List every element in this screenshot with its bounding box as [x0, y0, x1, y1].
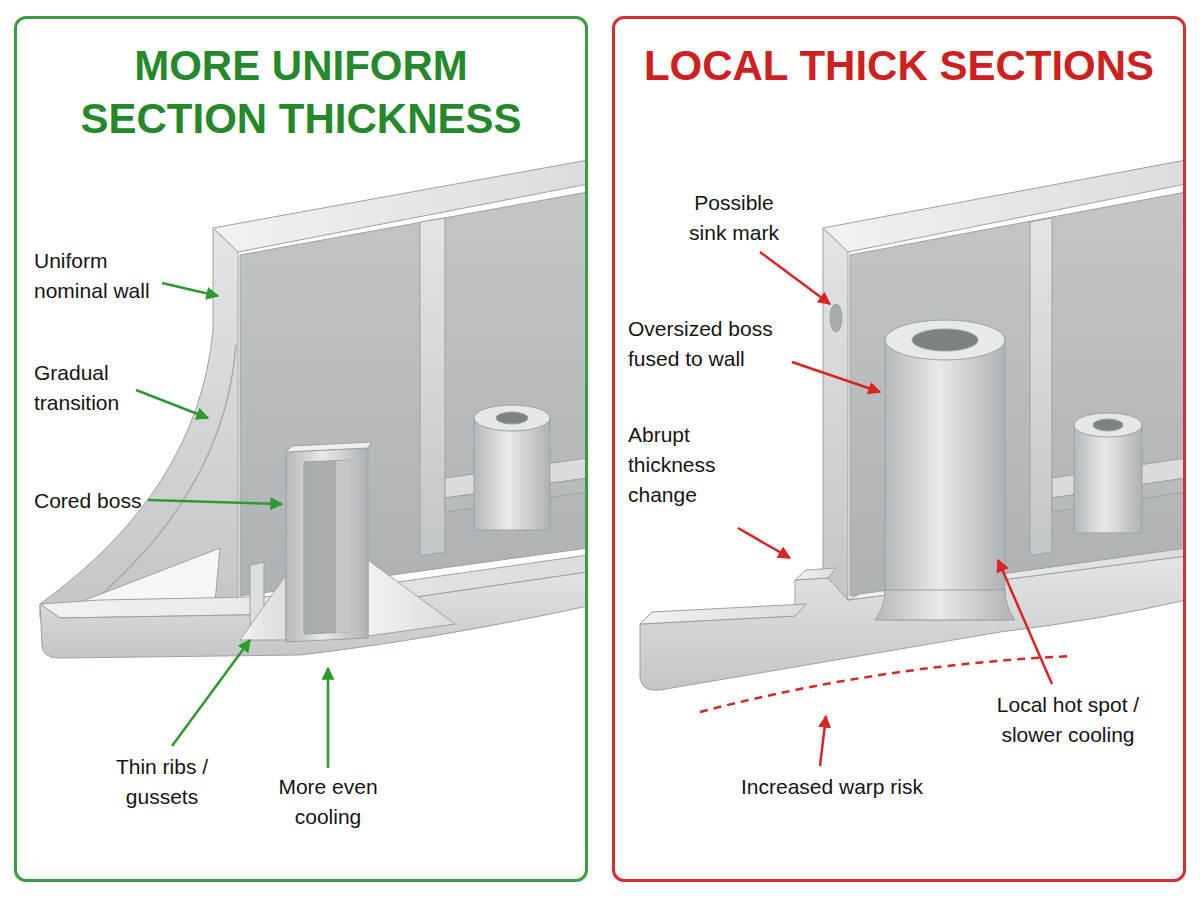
inner-rib	[1030, 218, 1052, 556]
straight-wall	[823, 228, 848, 600]
oversized-boss-hole	[912, 329, 978, 351]
small-boss-top	[474, 405, 550, 431]
foot-top	[640, 604, 806, 624]
callout-label: Uniform nominal wall	[34, 246, 166, 306]
small-boss	[474, 418, 550, 530]
leader-lines	[136, 252, 1052, 768]
top-rim	[213, 160, 585, 252]
panel: LOCAL THICK SECTIONS	[612, 16, 1186, 882]
callout-label: Abrupt thickness change	[628, 420, 730, 510]
leader-line	[760, 252, 830, 304]
step-top	[795, 568, 836, 580]
cored-boss-core	[304, 460, 350, 634]
leader-line	[162, 283, 218, 296]
panel-heading: LOCAL THICK SECTIONS	[626, 39, 1172, 92]
callout-label: Oversized boss fused to wall	[628, 314, 790, 374]
boss-fillet	[875, 590, 1015, 620]
uniform-part	[40, 160, 585, 658]
panel-heading: MORE UNIFORM SECTION THICKNESS	[56, 39, 546, 145]
leader-line	[738, 528, 790, 558]
small-boss-top	[1074, 413, 1142, 437]
callout-label: Increased warp risk	[712, 772, 952, 802]
thick-part	[640, 160, 1183, 690]
leader-line	[820, 716, 826, 766]
leader-line	[792, 362, 880, 392]
callout-label: Cored boss	[34, 486, 146, 516]
small-boss-hole	[1093, 419, 1123, 431]
callout-label: More even cooling	[268, 772, 388, 832]
cored-boss	[286, 448, 368, 642]
small-boss-hole	[496, 412, 528, 424]
callout-label: Possible sink mark	[678, 188, 790, 248]
leader-line	[136, 390, 208, 418]
gusset-window	[80, 548, 220, 602]
top-rim	[823, 160, 1183, 252]
oversized-boss-top	[885, 320, 1005, 360]
sink-mark	[830, 304, 842, 332]
small-boss	[1074, 425, 1142, 533]
leader-line	[998, 560, 1052, 684]
leader-line	[327, 668, 330, 768]
gusset-right	[368, 560, 455, 636]
oversized-boss	[885, 340, 1005, 620]
leader-line	[172, 640, 250, 746]
callout-label: Local hot spot / slower cooling	[980, 690, 1156, 750]
inner-rib	[420, 218, 445, 556]
callout-label: Gradual transition	[34, 358, 144, 418]
callout-label: Thin ribs / gussets	[97, 752, 227, 812]
leader-line	[148, 500, 282, 504]
panel: MORE UNIFORM SECTION THICKNESS	[14, 16, 588, 882]
cored-boss-top	[286, 442, 372, 452]
core-shade	[336, 460, 350, 633]
gusset-left	[240, 575, 286, 640]
